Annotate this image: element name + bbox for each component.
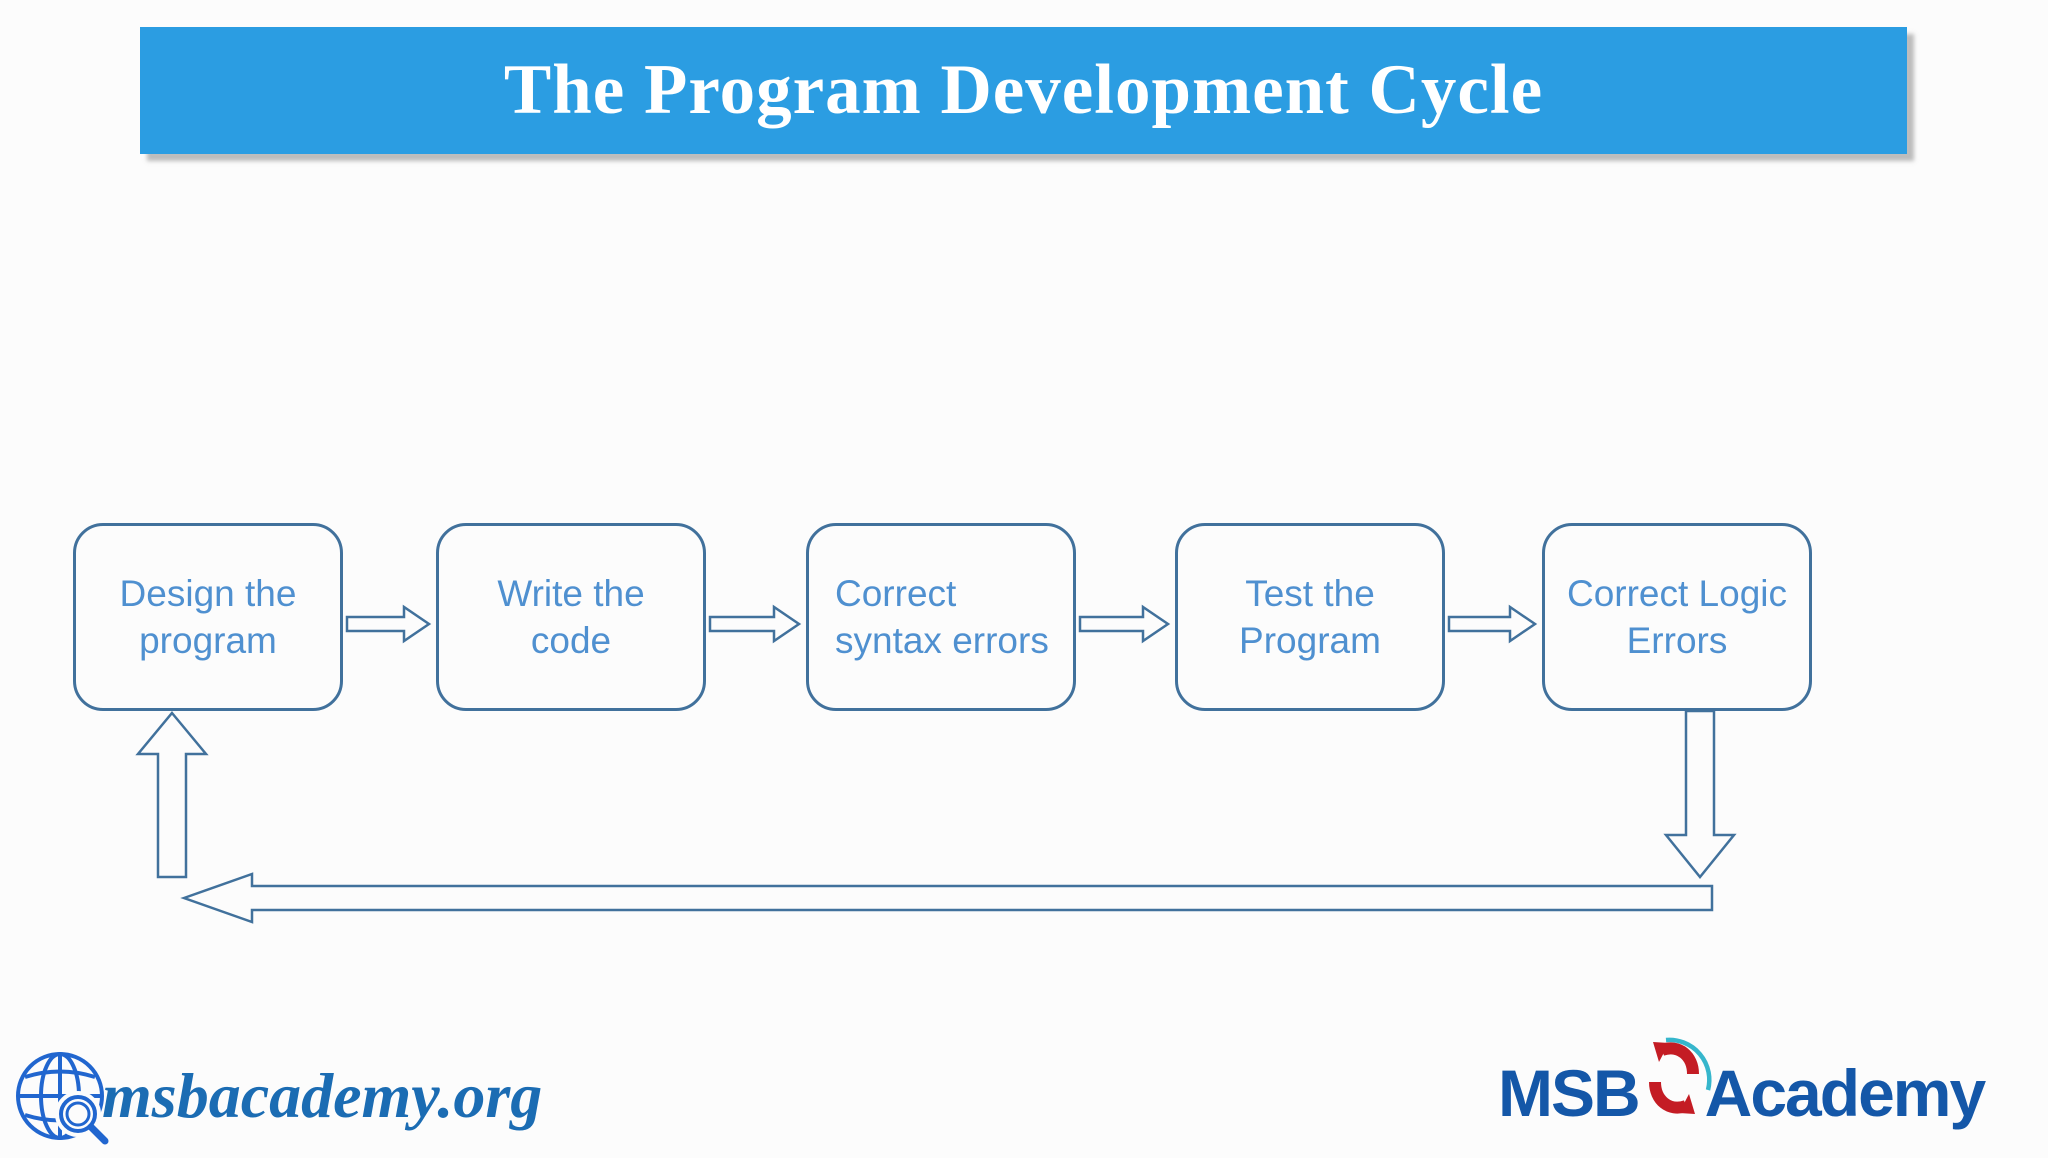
title-bar: The Program Development Cycle [140, 27, 1907, 154]
flow-step-test: Test the Program [1175, 523, 1445, 711]
arrow-feedback-return-icon [180, 872, 1714, 924]
flow-step-test-label: Test the Program [1239, 572, 1381, 661]
flow-step-syntax: Correct syntax errors [806, 523, 1076, 711]
arrow-logic-errors-down-icon [1663, 709, 1737, 879]
flow-step-logic-label: Correct Logic Errors [1566, 572, 1788, 661]
arrow-write-to-syntax-icon [708, 604, 802, 644]
flow-step-syntax-label: Correct syntax errors [835, 572, 1049, 661]
flow-step-logic: Correct Logic Errors [1542, 523, 1812, 711]
globe-search-icon [14, 1048, 113, 1151]
flow-step-write: Write the code [436, 523, 706, 711]
brand-academy: Academy [1704, 1056, 1986, 1130]
brand-msb: MSB [1498, 1056, 1641, 1130]
slide-title: The Program Development Cycle [503, 51, 1544, 129]
flow-step-write-label: Write the code [497, 572, 645, 661]
flow-step-design-label: Design the program [119, 572, 297, 661]
flow-step-design: Design the program [73, 523, 343, 711]
arrow-design-to-write-icon [345, 604, 432, 644]
brand-logo: MSB Academy [1498, 1037, 1986, 1158]
arrow-syntax-to-test-icon [1078, 604, 1171, 644]
msb-swirl-icon [1633, 1034, 1717, 1132]
arrow-return-to-design-icon [135, 711, 209, 879]
arrow-test-to-logic-icon [1447, 604, 1538, 644]
site-url: msbacademy.org [102, 1060, 543, 1131]
